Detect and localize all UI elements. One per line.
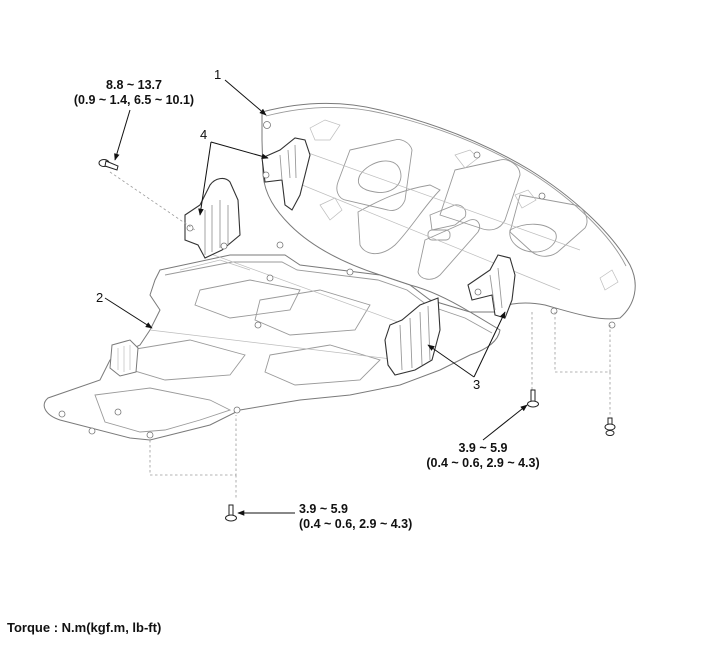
- left-bracket-4: [184, 137, 311, 259]
- bolt-far-right: [604, 417, 616, 436]
- bolt-upper-left: [98, 159, 119, 171]
- part-number-3: 3: [473, 377, 481, 392]
- torque-alt: (0.9 ~ 1.4, 6.5 ~ 10.1): [73, 93, 195, 107]
- part-number-4: 4: [200, 127, 208, 142]
- part-number-1: 1: [214, 67, 222, 82]
- torque-label-right: 3.9 ~ 5.9 (0.4 ~ 0.6, 2.9 ~ 4.3): [418, 441, 548, 471]
- torque-nm: 3.9 ~ 5.9: [299, 502, 348, 516]
- part-number-2: 2: [96, 290, 104, 305]
- torque-nm: 3.9 ~ 5.9: [458, 441, 508, 455]
- torque-nm: 8.8 ~ 13.7: [106, 78, 162, 92]
- bolt-bottom: [225, 504, 237, 522]
- leader-lines: [104, 79, 528, 516]
- torque-label-bottom: 3.9 ~ 5.9 (0.4 ~ 0.6, 2.9 ~ 4.3): [299, 502, 412, 532]
- front-under-cover: [261, 102, 636, 329]
- torque-label-upper-left: 8.8 ~ 13.7 (0.9 ~ 1.4, 6.5 ~ 10.1): [64, 78, 204, 108]
- torque-units-footer: Torque : N.m(kgf.m, lb-ft): [7, 620, 162, 635]
- torque-alt: (0.4 ~ 0.6, 2.9 ~ 4.3): [299, 517, 413, 531]
- right-bracket-3: [384, 254, 516, 376]
- torque-alt: (0.4 ~ 0.6, 2.9 ~ 4.3): [426, 456, 540, 470]
- bolt-right: [527, 389, 539, 408]
- assembly-lines: [109, 171, 611, 500]
- center-under-cover: [43, 241, 501, 441]
